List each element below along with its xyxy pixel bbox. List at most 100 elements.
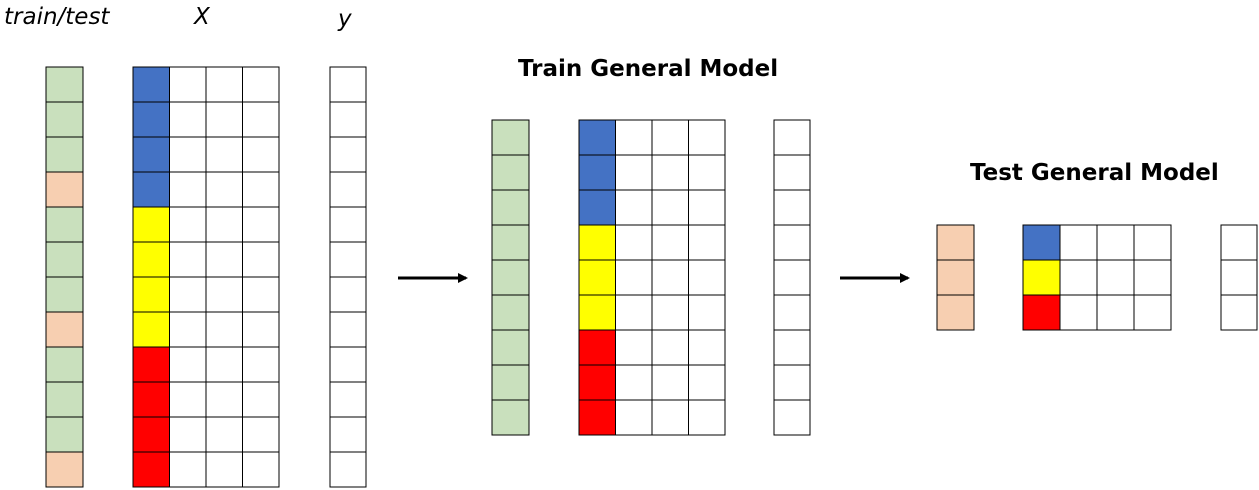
split-cell-train — [45, 101, 84, 138]
feature-cell — [205, 171, 243, 208]
target-cell — [773, 189, 811, 226]
group-feature-cell-blue — [132, 136, 170, 173]
feature-cell — [651, 154, 689, 191]
feature-cell — [615, 294, 653, 331]
feature-cell — [688, 119, 726, 156]
group-feature-cell-red — [578, 329, 616, 366]
target-cell — [329, 171, 367, 208]
group-feature-cell-blue — [578, 154, 616, 191]
group-feature-cell-blue — [132, 66, 170, 103]
split-column-label: train/test — [4, 4, 110, 30]
train-set-panel — [491, 119, 811, 436]
feature-cell — [651, 259, 689, 296]
feature-cell — [242, 136, 280, 173]
feature-cell — [615, 189, 653, 226]
target-cell — [1220, 224, 1258, 261]
group-feature-cell-yellow — [578, 259, 616, 296]
feature-cell — [205, 346, 243, 383]
target-cell — [773, 154, 811, 191]
feature-cell — [688, 259, 726, 296]
split-cell-train — [45, 346, 84, 383]
feature-cell — [688, 364, 726, 401]
feature-cell — [205, 381, 243, 418]
full-dataset-panel — [45, 66, 367, 488]
feature-cell — [651, 189, 689, 226]
target-cell — [329, 66, 367, 103]
feature-cell — [169, 171, 207, 208]
split-cell-train — [491, 294, 530, 331]
feature-cell — [651, 294, 689, 331]
split-cell-test — [45, 451, 84, 488]
split-cell-train — [45, 276, 84, 313]
group-feature-cell-red — [578, 399, 616, 436]
feature-cell — [615, 364, 653, 401]
feature-cell — [169, 451, 207, 488]
feature-cell — [205, 206, 243, 243]
target-cell — [329, 346, 367, 383]
group-feature-cell-yellow — [132, 276, 170, 313]
split-cell-train — [491, 399, 530, 436]
target-cell — [773, 329, 811, 366]
feature-cell — [1059, 294, 1098, 331]
feature-cell — [242, 101, 280, 138]
group-feature-cell-red — [132, 416, 170, 453]
target-cell — [329, 136, 367, 173]
group-feature-cell-yellow — [1022, 259, 1061, 296]
test-model-title: Test General Model — [970, 160, 1219, 186]
feature-cell — [1096, 294, 1135, 331]
target-cell — [329, 276, 367, 313]
feature-cell — [205, 276, 243, 313]
feature-cell — [1096, 259, 1135, 296]
feature-cell — [169, 311, 207, 348]
feature-cell — [242, 276, 280, 313]
feature-cell — [242, 206, 280, 243]
split-cell-test — [936, 259, 975, 296]
target-cell — [1220, 294, 1258, 331]
feature-cell — [651, 224, 689, 261]
split-cell-train — [491, 154, 530, 191]
target-cell — [329, 206, 367, 243]
target-cell — [1220, 259, 1258, 296]
target-cell — [773, 224, 811, 261]
feature-cell — [651, 329, 689, 366]
feature-cell — [242, 66, 280, 103]
target-y-label: y — [337, 6, 352, 32]
target-cell — [773, 119, 811, 156]
split-cell-train — [491, 119, 530, 156]
feature-cell — [169, 101, 207, 138]
feature-cell — [242, 416, 280, 453]
feature-cell — [1059, 259, 1098, 296]
target-cell — [329, 101, 367, 138]
group-feature-cell-yellow — [578, 224, 616, 261]
feature-cell — [651, 119, 689, 156]
feature-cell — [169, 381, 207, 418]
group-feature-cell-red — [132, 381, 170, 418]
feature-cell — [242, 451, 280, 488]
group-feature-cell-blue — [132, 101, 170, 138]
target-cell — [773, 399, 811, 436]
group-feature-cell-yellow — [132, 241, 170, 278]
feature-cell — [688, 329, 726, 366]
feature-cell — [169, 416, 207, 453]
split-cell-train — [491, 259, 530, 296]
split-cell-train — [491, 364, 530, 401]
feature-cell — [169, 276, 207, 313]
feature-cell — [688, 224, 726, 261]
feature-cell — [242, 381, 280, 418]
target-cell — [329, 311, 367, 348]
split-cell-train — [45, 381, 84, 418]
group-feature-cell-yellow — [132, 311, 170, 348]
group-feature-cell-yellow — [132, 206, 170, 243]
feature-cell — [169, 241, 207, 278]
split-cell-train — [491, 189, 530, 226]
split-cell-train — [491, 329, 530, 366]
feature-cell — [615, 224, 653, 261]
feature-cell — [1133, 294, 1172, 331]
target-cell — [329, 241, 367, 278]
target-cell — [773, 259, 811, 296]
feature-cell — [1096, 224, 1135, 261]
target-cell — [329, 451, 367, 488]
feature-cell — [205, 311, 243, 348]
feature-cell — [1059, 224, 1098, 261]
